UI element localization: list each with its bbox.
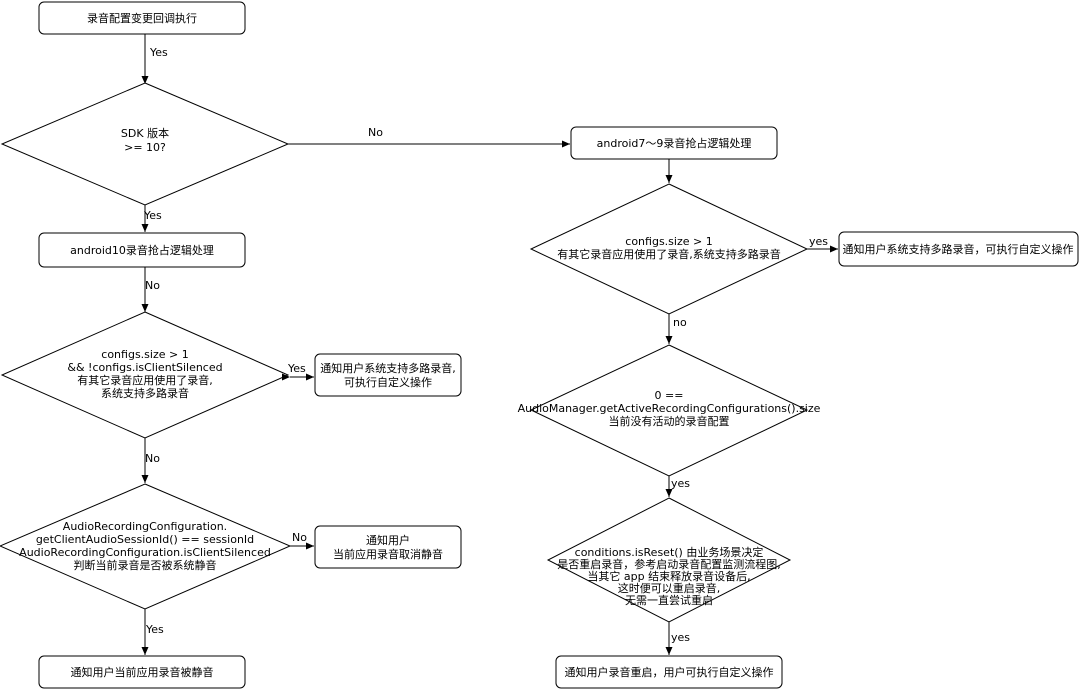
notify-muted-box: 通知用户当前应用录音被静音 [38,655,246,689]
android10-box-label: android10录音抢占逻辑处理 [70,243,214,257]
active-config-check-diamond: 0 == AudioManager.getActiveRecordingConf… [518,344,821,477]
sdk-diamond-line-1: SDK 版本 [121,126,169,140]
check10-line-1: configs.size > 1 [101,348,188,361]
check79-line-2: 有其它录音应用使用了录音,系统支持多路录音 [557,247,781,261]
notify-unmute-box: 通知用户 当前应用录音取消静音 [314,525,462,569]
notify79-box-label: 通知用户系统支持多路录音，可执行自定义操作 [843,242,1074,256]
edge-label-sdk-no: No [368,126,383,139]
restart-box-label: 通知用户录音重启，用户可执行自定义操作 [565,665,774,679]
notify-restart-box: 通知用户录音重启，用户可执行自定义操作 [555,655,783,689]
reset-line-4: 这时便可以重启录音, [618,581,721,595]
edge-label-active-yes: yes [671,477,690,490]
edge-label-check10-no: No [145,452,160,465]
edge-label-android10-no: No [145,279,160,292]
active-line-1: 0 == [655,389,684,402]
active-line-2: AudioManager.getActiveRecordingConfigura… [518,402,821,415]
edge-label-silenced-yes: Yes [145,623,164,636]
silenced-line-2: getClientAudioSessionId() == sessionId [36,533,254,546]
edge-label-check79-yes: yes [809,235,828,248]
silenced-line-4: 判断当前录音是否被系统静音 [74,558,217,572]
multi-record-check-79-diamond: configs.size > 1 有其它录音应用使用了录音,系统支持多路录音 [529,183,809,315]
client-silenced-diamond: AudioRecordingConfiguration. getClientAu… [0,483,292,610]
edge-label-check79-no: no [673,316,687,329]
muted-box-label: 通知用户当前应用录音被静音 [71,665,214,679]
start-box-label: 录音配置变更回调执行 [87,11,197,25]
check10-line-2: && !configs.isClientSilenced [67,361,222,374]
android79-box-label: android7～9录音抢占逻辑处理 [597,136,752,150]
notify-multi-record-10-box: 通知用户系统支持多路录音, 可执行自定义操作 [314,353,462,397]
notify10-line-1: 通知用户系统支持多路录音, [320,361,456,375]
reset-condition-diamond: conditions.isReset() 由业务场景决定 是否重启录音，参考启动… [546,497,792,623]
reset-line-3: 当其它 app 结束释放录音设备后, [587,569,750,583]
reset-line-2: 是否重启录音，参考启动录音配置监测流程图, [557,557,781,571]
start-box: 录音配置变更回调执行 [38,1,246,35]
edge-label-check10-yes: Yes [287,362,306,375]
edge-label-start-sdk: Yes [149,46,168,59]
silenced-line-1: AudioRecordingConfiguration. [63,520,227,533]
check10-line-3: 有其它录音应用使用了录音, [77,373,213,387]
edge-label-reset-yes: yes [671,631,690,644]
notify-multi-record-79-box: 通知用户系统支持多路录音，可执行自定义操作 [838,231,1079,267]
silenced-line-3: AudioRecordingConfiguration.isClientSile… [19,546,271,559]
reset-line-5: 无需一直尝试重启 [625,593,713,607]
edge-label-sdk-yes: Yes [143,209,162,222]
android7-9-box: android7～9录音抢占逻辑处理 [570,126,778,160]
active-line-3: 当前没有活动的录音配置 [609,414,730,428]
notify10-line-2: 可执行自定义操作 [344,375,432,389]
unmute-line-1: 通知用户 [366,533,410,547]
check79-line-1: configs.size > 1 [625,235,712,248]
sdk-version-diamond: SDK 版本 >= 10? [0,82,290,206]
reset-line-1: conditions.isReset() 由业务场景决定 [575,545,764,559]
android10-box: android10录音抢占逻辑处理 [38,232,246,268]
multi-record-check-10-diamond: configs.size > 1 && !configs.isClientSil… [0,311,290,439]
edge-label-silenced-no: No [292,531,307,544]
sdk-diamond-line-2: >= 10? [124,141,166,154]
check10-line-4: 系统支持多路录音 [101,386,189,400]
unmute-line-2: 当前应用录音取消静音 [333,547,443,561]
